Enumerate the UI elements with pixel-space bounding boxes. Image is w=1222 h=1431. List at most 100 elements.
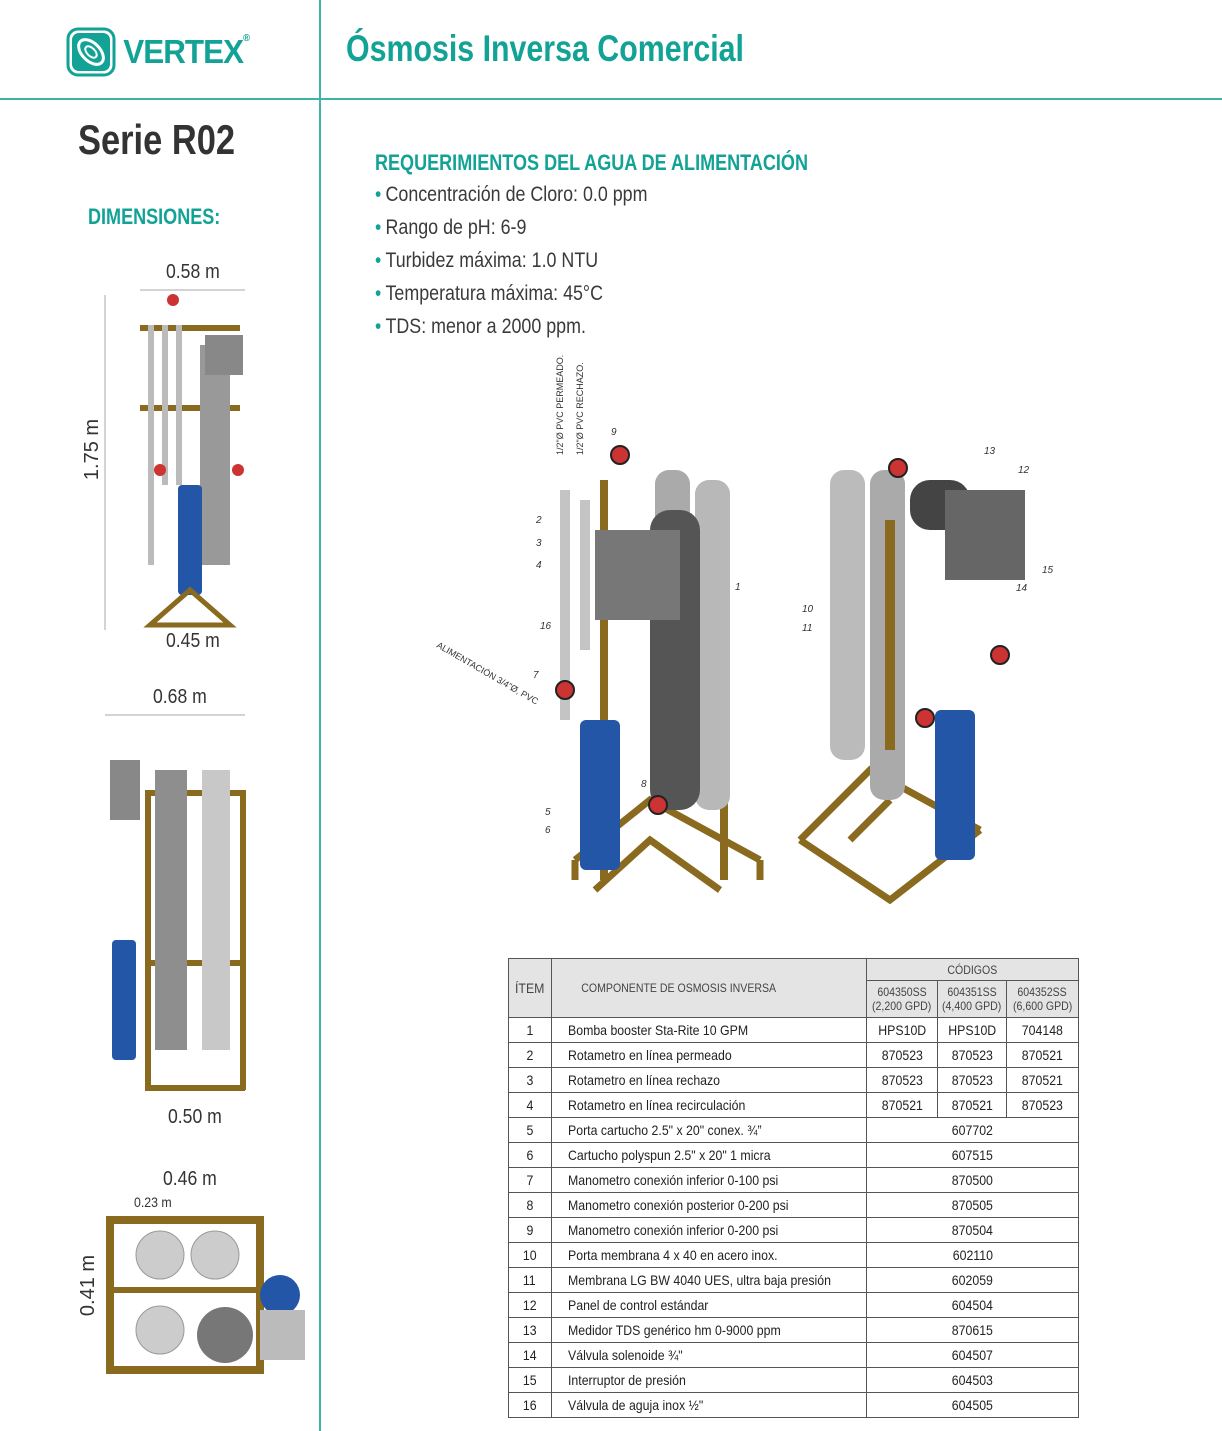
- brand-name: VERTEX: [123, 33, 244, 70]
- vertex-logo-icon: [66, 27, 116, 77]
- front-width-top: 0.58 m: [166, 261, 220, 283]
- component-code: 870523: [866, 1042, 939, 1068]
- callout-13: 13: [984, 446, 996, 457]
- component-code: 870521: [937, 1092, 1008, 1118]
- component-name: Panel de control estándar: [550, 1292, 868, 1318]
- callout-9: 9: [611, 427, 617, 438]
- component-name: Manometro conexión posterior 0-200 psi: [550, 1192, 868, 1218]
- header-model: 604352SS(6,600 GPD): [1006, 980, 1079, 1018]
- requirements-list: •Concentración de Cloro: 0.0 ppm •Rango …: [375, 183, 696, 348]
- component-code: 604505: [866, 1392, 1079, 1418]
- component-code: 604507: [866, 1342, 1079, 1368]
- item-number: 7: [508, 1167, 552, 1193]
- component-code: 607515: [866, 1142, 1079, 1168]
- component-code: 870521: [1006, 1067, 1079, 1093]
- item-number: 8: [508, 1192, 552, 1218]
- component-name: Cartucho polyspun 2.5" x 20" 1 micra: [550, 1142, 868, 1168]
- component-code: 602059: [866, 1267, 1079, 1293]
- component-name: Manometro conexión inferior 0-100 psi: [550, 1167, 868, 1193]
- requirements-heading: REQUERIMIENTOS DEL AGUA DE ALIMENTACIÓN: [375, 150, 808, 175]
- component-code: 870521: [1006, 1042, 1079, 1068]
- callout-1: 1: [735, 582, 741, 593]
- item-number: 9: [508, 1217, 552, 1243]
- header-model: 604350SS(2,200 GPD): [866, 980, 939, 1018]
- component-code: 704148: [1006, 1017, 1079, 1043]
- requirement-item: •Turbidez máxima: 1.0 NTU: [375, 249, 599, 272]
- component-name: Porta membrana 4 x 40 en acero inox.: [550, 1242, 868, 1268]
- component-name: Membrana LG BW 4040 UES, ultra baja pres…: [550, 1267, 868, 1293]
- top-width: 0.46 m: [163, 1168, 217, 1190]
- item-number: 4: [508, 1092, 552, 1118]
- component-name: Rotametro en línea recirculación: [550, 1092, 868, 1118]
- side-width-base: 0.50 m: [168, 1106, 222, 1128]
- callout-16: 16: [540, 621, 552, 632]
- component-code: 870615: [866, 1317, 1079, 1343]
- callout-2: 2: [536, 515, 542, 526]
- item-number: 2: [508, 1042, 552, 1068]
- item-number: 14: [508, 1342, 552, 1368]
- header-item: ÍTEM: [508, 958, 552, 1018]
- component-code: 607702: [866, 1117, 1079, 1143]
- callout-8: 8: [641, 779, 647, 790]
- side-view-drawing: [105, 714, 246, 1091]
- component-code: 870521: [866, 1092, 939, 1118]
- requirement-item: •TDS: menor a 2000 ppm.: [375, 315, 586, 338]
- component-name: Rotametro en línea permeado: [550, 1042, 868, 1068]
- component-name: Válvula solenoide ¾": [550, 1342, 868, 1368]
- series-title: Serie R02: [78, 116, 236, 163]
- item-number: 3: [508, 1067, 552, 1093]
- component-code: 602110: [866, 1242, 1079, 1268]
- component-code: 604503: [866, 1367, 1079, 1393]
- component-code: 870505: [866, 1192, 1079, 1218]
- component-name: Rotametro en línea rechazo: [550, 1067, 868, 1093]
- item-number: 11: [508, 1267, 552, 1293]
- component-code: 870523: [937, 1067, 1008, 1093]
- component-name: Porta cartucho 2.5" x 20" conex. ¾”: [550, 1117, 868, 1143]
- top-half-width: 0.23 m: [134, 1194, 172, 1210]
- header-component: COMPONENTE DE OSMOSIS INVERSA: [550, 958, 868, 1018]
- header-divider: [0, 98, 1222, 100]
- callout-10: 10: [802, 604, 814, 615]
- item-number: 5: [508, 1117, 552, 1143]
- component-code: 870500: [866, 1167, 1079, 1193]
- component-code: HPS10D: [937, 1017, 1008, 1043]
- callout-15: 15: [1042, 565, 1054, 576]
- component-name: Válvula de aguja inox ½": [550, 1392, 868, 1418]
- reject-note: 1/2"Ø PVC RECHAZO.: [575, 362, 585, 455]
- dimensions-heading: DIMENSIONES:: [88, 204, 221, 229]
- component-code: 870504: [866, 1217, 1079, 1243]
- requirement-item: •Temperatura máxima: 45°C: [375, 282, 603, 305]
- callout-3: 3: [536, 538, 542, 549]
- component-code: 870523: [866, 1067, 939, 1093]
- item-number: 13: [508, 1317, 552, 1343]
- component-code: 870523: [1006, 1092, 1079, 1118]
- callout-14: 14: [1016, 583, 1028, 594]
- components-table: ÍTEM COMPONENTE DE OSMOSIS INVERSA CÓDIG…: [508, 958, 1079, 1418]
- top-depth: 0.41 m: [77, 1254, 100, 1317]
- item-number: 6: [508, 1142, 552, 1168]
- callout-5: 5: [545, 807, 551, 818]
- registered-mark: ®: [243, 33, 250, 44]
- callout-4: 4: [536, 560, 542, 571]
- front-view-drawing: [104, 289, 245, 630]
- item-number: 1: [508, 1017, 552, 1043]
- callout-6: 6: [545, 825, 551, 836]
- item-number: 16: [508, 1392, 552, 1418]
- permeate-note: 1/2"Ø PVC PERMEADO.: [555, 354, 565, 455]
- side-width-top: 0.68 m: [153, 686, 207, 708]
- callout-11: 11: [802, 623, 813, 634]
- item-number: 12: [508, 1292, 552, 1318]
- component-code: 870523: [937, 1042, 1008, 1068]
- component-name: Interruptor de presión: [550, 1367, 868, 1393]
